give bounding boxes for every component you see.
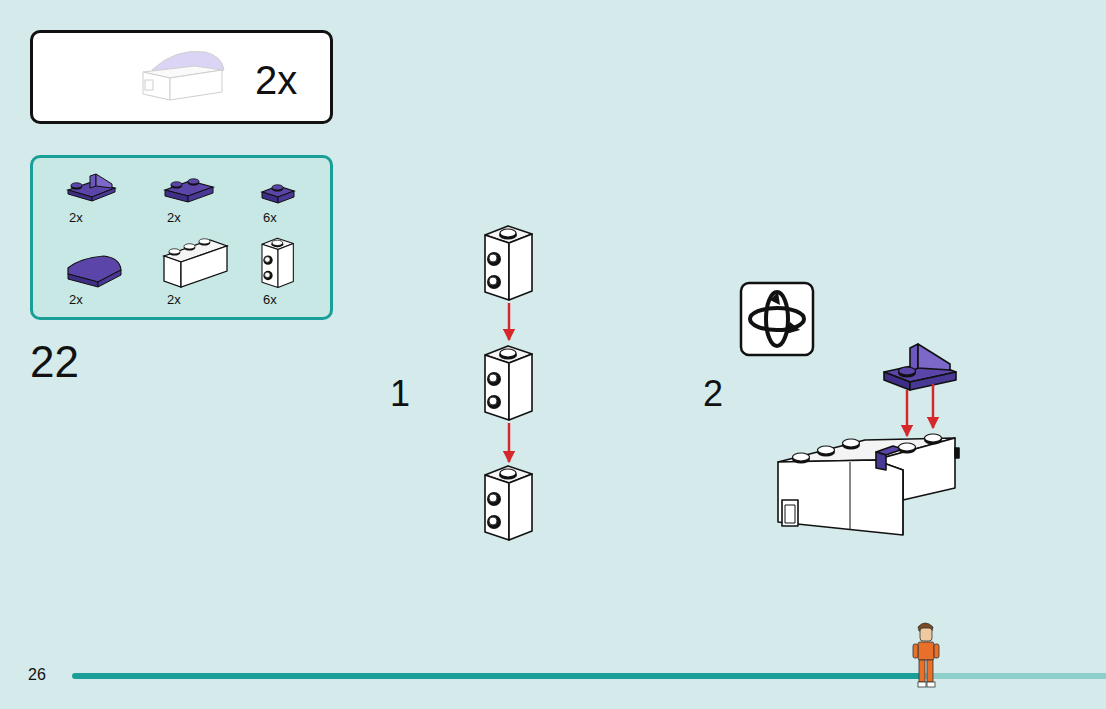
sub-step-number: 1 [390,376,410,412]
part-count: 2x [69,293,83,306]
quantity-text: 2x [255,60,297,100]
part-count: 2x [167,211,181,224]
part-count: 2x [167,293,181,306]
parts-list-box: 2x 2x 6x 2x 2x 6x [30,155,333,320]
page-number: 26 [28,667,46,683]
sub-step-number: 2 [703,376,723,412]
submodel-count-box: 2x [30,30,333,124]
step-number: 22 [30,340,79,384]
part-count: 2x [69,211,83,224]
part-count: 6x [263,293,277,306]
part-count: 6x [263,211,277,224]
